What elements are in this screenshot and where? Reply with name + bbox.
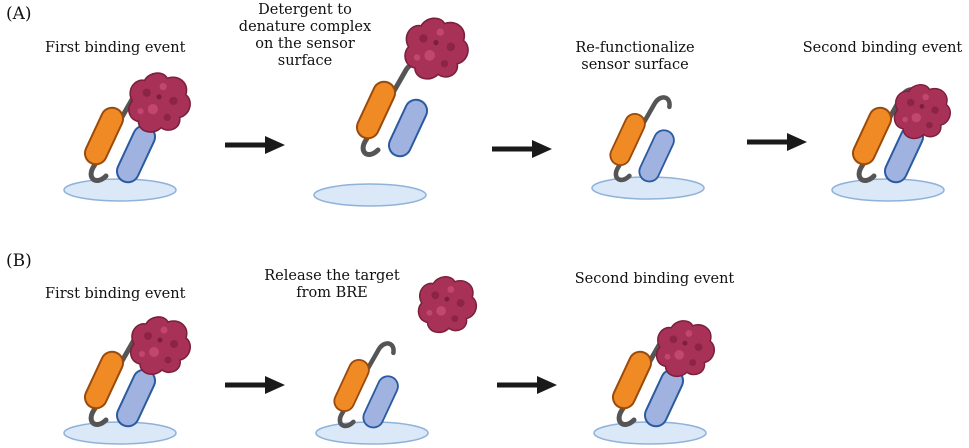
caption-line: First binding event <box>45 286 186 302</box>
target-protein-icon <box>122 70 194 136</box>
sensor-surface-icon <box>313 183 427 207</box>
target-protein-icon <box>398 14 472 84</box>
target-protein-icon <box>888 82 954 142</box>
arrow-right-icon <box>497 375 557 395</box>
caption-line: First binding event <box>45 40 186 56</box>
arrow-right-icon <box>225 135 285 155</box>
step-caption: First binding event <box>45 40 186 57</box>
target-protein-icon <box>650 318 718 380</box>
target-protein-icon <box>124 314 194 378</box>
step-caption: First binding event <box>45 286 186 303</box>
caption-line: Second binding event <box>802 40 963 56</box>
step-caption: Re-functionalize sensor surface <box>565 40 705 74</box>
caption-line: on the sensor <box>255 36 355 52</box>
caption-line: denature complex <box>238 19 372 35</box>
panel-label-b: (B) <box>6 251 32 271</box>
receptor-bre-icon <box>604 76 722 194</box>
caption-line: Detergent to <box>258 2 352 18</box>
step-caption: Second binding event <box>800 40 965 57</box>
arrow-right-icon <box>747 132 807 152</box>
step-caption: Detergent to denature complex on the sen… <box>235 2 375 70</box>
step-caption: Release the target from BRE <box>262 268 402 302</box>
caption-line: Re-functionalize <box>575 40 695 56</box>
caption-line: sensor surface <box>581 57 689 73</box>
caption-line: from BRE <box>296 285 368 301</box>
arrow-right-icon <box>492 139 552 159</box>
caption-line: Second binding event <box>574 271 735 287</box>
arrow-right-icon <box>225 375 285 395</box>
caption-line: surface <box>277 53 333 69</box>
panel-label-a: (A) <box>6 4 32 24</box>
step-caption: Second binding event <box>572 271 737 288</box>
caption-line: Release the target <box>264 268 400 284</box>
receptor-bre-icon <box>328 322 446 440</box>
